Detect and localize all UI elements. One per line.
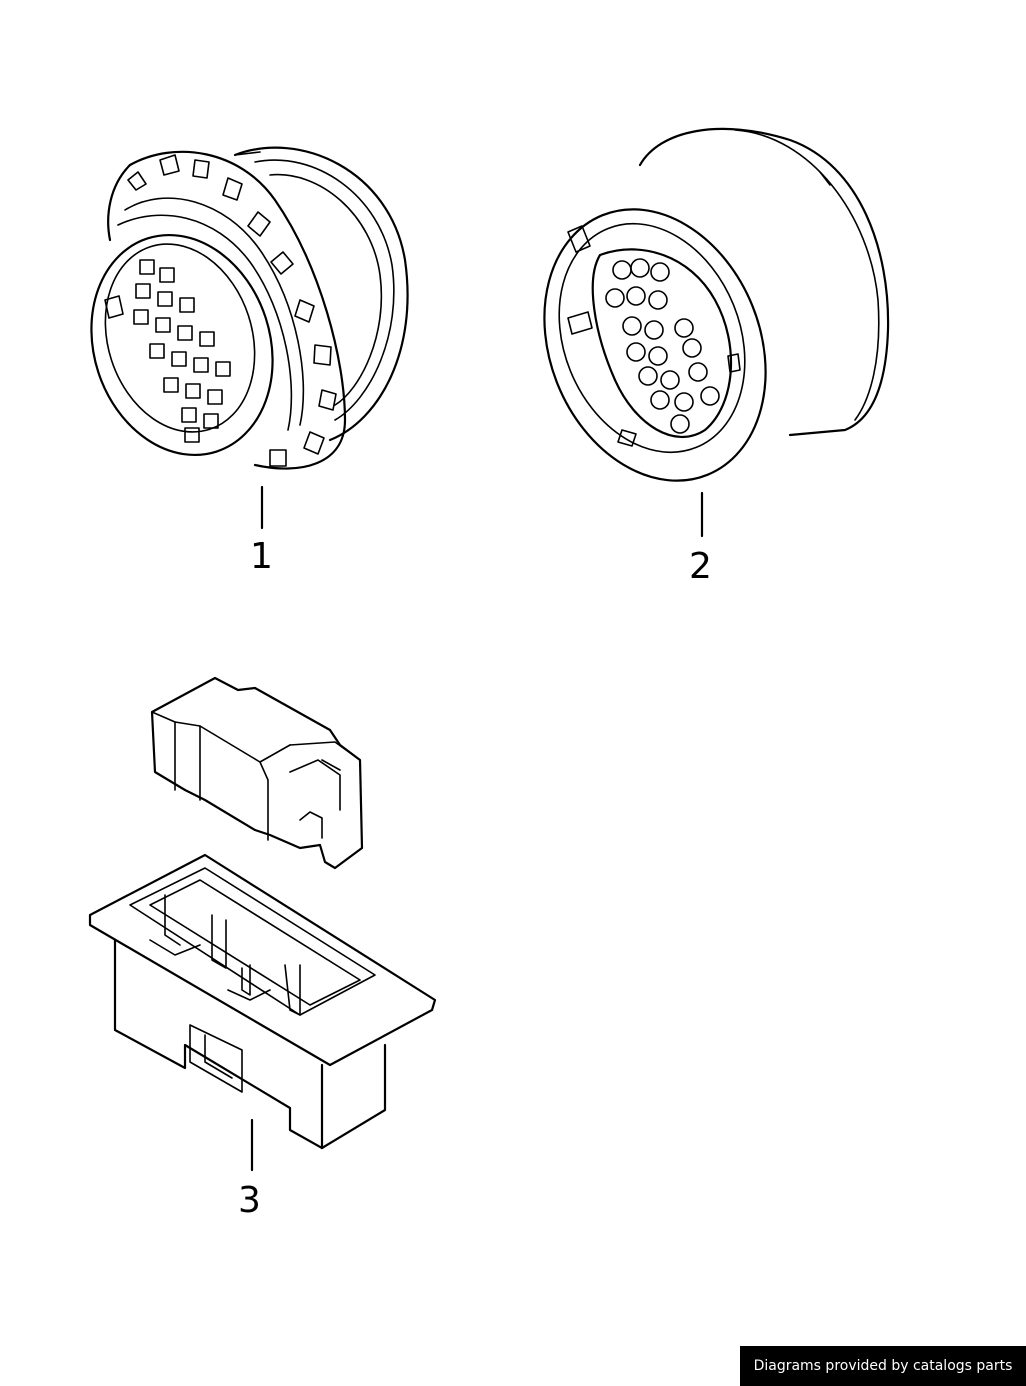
part-3-label: 3	[238, 1180, 261, 1221]
part-1-label: 1	[250, 536, 273, 577]
part-1-drawing	[90, 146, 409, 530]
part-2-drawing	[543, 127, 890, 538]
credit-banner: Diagrams provided by catalogs parts	[740, 1346, 1026, 1386]
part-3-drawing	[88, 676, 437, 1172]
credit-text: Diagrams provided by catalogs parts	[753, 1358, 1013, 1374]
part-2-label: 2	[689, 546, 712, 587]
